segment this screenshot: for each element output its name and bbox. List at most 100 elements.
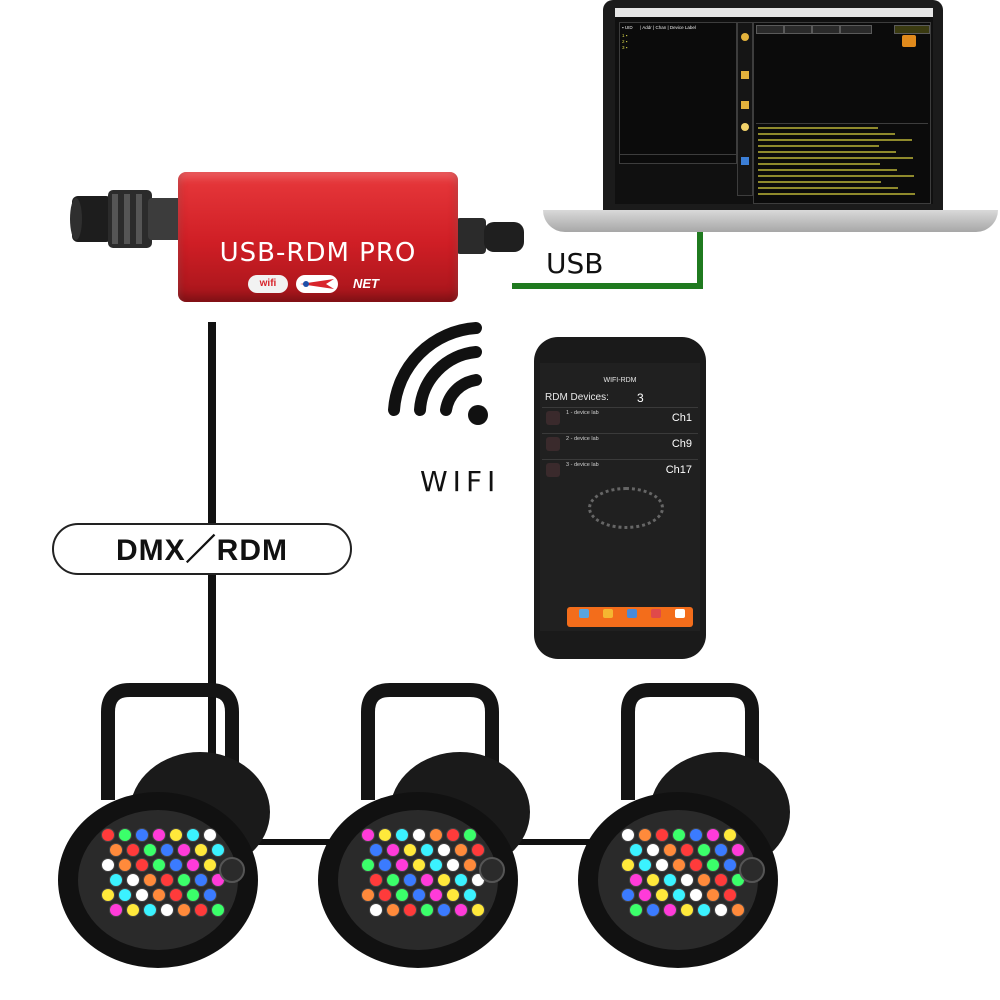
led-lens (186, 858, 200, 872)
led-lens (706, 828, 720, 842)
led-lens (672, 858, 686, 872)
tab-sensor-icon[interactable] (619, 607, 645, 627)
log-line (758, 169, 897, 171)
usb-rdm-interface-icon: USB-RDM PRO wifi NET (178, 172, 458, 302)
xlr-connector (70, 190, 182, 248)
led-lens (638, 888, 652, 902)
led-lens (463, 858, 477, 872)
led-lens (169, 858, 183, 872)
log-line (758, 193, 915, 195)
tab-close-icon[interactable] (667, 607, 693, 627)
tab-discovery-icon[interactable] (571, 607, 597, 627)
yoke-bracket (101, 683, 239, 820)
led-par-2-icon (318, 683, 530, 968)
device-row-1[interactable]: 1 - device lab Ch1 (542, 407, 698, 432)
led-lens (420, 843, 434, 857)
tilt-knob-icon (479, 857, 505, 883)
laptop-screen: ▪ UID | Addr | Chan | Device Label 1 ▪ 2… (615, 8, 933, 204)
log-line (758, 181, 881, 183)
led-lens (186, 828, 200, 842)
led-lens (420, 873, 434, 887)
laptop-base (543, 210, 998, 232)
led-lens (395, 828, 409, 842)
led-lens (378, 888, 392, 902)
sensor-icon (627, 609, 637, 618)
usb-connector (456, 218, 524, 254)
led-lens (395, 858, 409, 872)
properties-pane (753, 22, 931, 204)
led-lens (429, 888, 443, 902)
led-lens (446, 828, 460, 842)
tab-button[interactable] (894, 25, 930, 34)
tab-edit-icon[interactable] (643, 607, 669, 627)
discover-icon[interactable] (741, 33, 749, 41)
wifi-logo: wifi (248, 275, 288, 293)
list-row: 2 ▪ (622, 39, 628, 44)
led-lens (714, 843, 728, 857)
close-icon (675, 609, 685, 618)
download-icon[interactable] (741, 101, 749, 109)
device-label: USB-RDM PRO (219, 238, 417, 268)
led-lens (395, 888, 409, 902)
led-lens (672, 888, 686, 902)
led-lens (403, 903, 417, 917)
edit-icon (651, 609, 661, 618)
led-lens (697, 843, 711, 857)
led-lens (378, 828, 392, 842)
led-lens (177, 843, 191, 857)
log-console (756, 123, 928, 200)
led-lens (378, 858, 392, 872)
led-lens (109, 903, 123, 917)
led-lens (143, 903, 157, 917)
led-lens (135, 888, 149, 902)
tab-button[interactable] (812, 25, 840, 34)
led-lens (672, 828, 686, 842)
led-par-3-icon (578, 683, 790, 968)
rdm-devices-count: 3 (637, 391, 644, 405)
rdm-devices-label: RDM Devices: (545, 392, 609, 403)
led-lens (369, 903, 383, 917)
device-channel: Ch17 (665, 464, 692, 476)
led-lens (203, 888, 217, 902)
led-lens (446, 888, 460, 902)
fixture-thumbnail-icon (546, 437, 560, 451)
device-row-2[interactable]: 2 - device lab Ch9 (542, 433, 698, 458)
tab-button[interactable] (840, 25, 872, 34)
led-lens (109, 843, 123, 857)
led-lens (361, 888, 375, 902)
led-lens (646, 873, 660, 887)
log-line (758, 163, 880, 165)
led-lens (663, 843, 677, 857)
led-lens (118, 858, 132, 872)
led-lens (697, 903, 711, 917)
tab-button[interactable] (784, 25, 812, 34)
software-window-title (615, 8, 933, 17)
settings-icon[interactable] (741, 157, 749, 165)
log-line (758, 133, 895, 135)
led-lens (126, 843, 140, 857)
led-lens (126, 903, 140, 917)
led-lens (638, 858, 652, 872)
led-lens (446, 858, 460, 872)
led-lens (211, 903, 225, 917)
tab-info-icon[interactable] (595, 607, 621, 627)
tab-button[interactable] (756, 25, 784, 34)
toolbar-column (737, 22, 753, 196)
device-channel: Ch1 (671, 412, 692, 424)
wifi-label: WIFI (420, 465, 501, 498)
led-lens (680, 843, 694, 857)
led-lens (101, 888, 115, 902)
led-lens (160, 873, 174, 887)
led-lens (143, 873, 157, 887)
search-field[interactable] (619, 154, 737, 164)
yoke-bracket (361, 683, 499, 820)
device-row-3[interactable]: 3 - device lab Ch17 (542, 459, 698, 484)
led-lens (714, 873, 728, 887)
led-lens (135, 828, 149, 842)
led-lens (194, 873, 208, 887)
led-lens (101, 828, 115, 842)
led-lens (177, 873, 191, 887)
identify-icon[interactable] (741, 123, 749, 131)
led-lens (403, 873, 417, 887)
upload-icon[interactable] (741, 71, 749, 79)
